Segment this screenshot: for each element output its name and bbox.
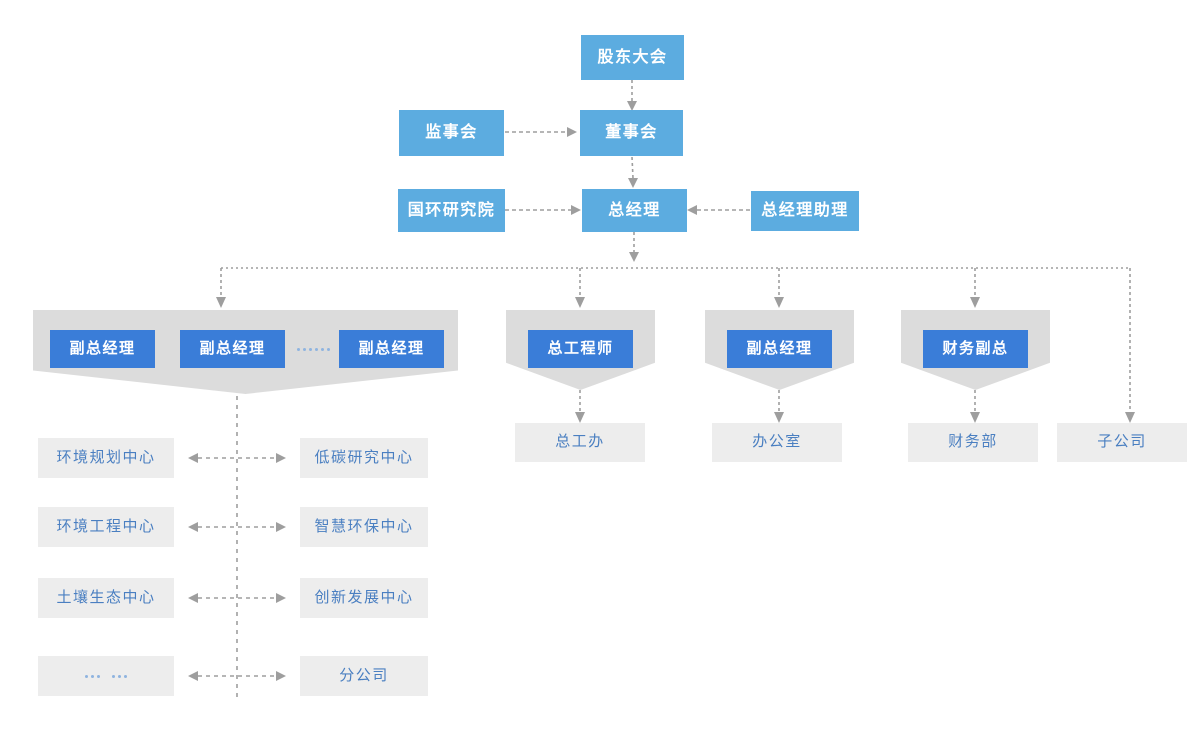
edge-vice-finance-to-finance-dept	[970, 390, 980, 423]
node-general-office[interactable]: 办公室	[712, 423, 842, 462]
node-smart-environment-center[interactable]: 智慧环保中心	[300, 507, 428, 547]
node-supervisory-board[interactable]: 监事会	[399, 110, 504, 156]
branch-row-3	[188, 593, 286, 603]
node-low-carbon-research-center[interactable]: 低碳研究中心	[300, 438, 428, 478]
edge-assistant-to-gm	[687, 205, 750, 215]
node-subsidiary[interactable]: 子公司	[1057, 423, 1187, 462]
edge-shareholders-to-board	[627, 80, 637, 111]
node-research-institute[interactable]: 国环研究院	[398, 189, 505, 232]
node-chief-engineer[interactable]: 总工程师	[528, 330, 633, 368]
node-shareholders-meeting[interactable]: 股东大会	[581, 35, 684, 80]
edge-vice-ops-to-office	[774, 390, 784, 423]
bus-drop-vice-ops	[774, 268, 784, 308]
branch-row-4	[188, 671, 286, 681]
left-column-ellipsis-dots	[85, 674, 127, 678]
node-general-manager[interactable]: 总经理	[582, 189, 687, 232]
bus-drop-subsidiary	[1125, 268, 1135, 423]
node-env-planning-center[interactable]: 环境规划中心	[38, 438, 174, 478]
node-innovation-development-center[interactable]: 创新发展中心	[300, 578, 428, 618]
node-board-of-directors[interactable]: 董事会	[580, 110, 683, 156]
node-branch-company[interactable]: 分公司	[300, 656, 428, 696]
node-vice-manager-3[interactable]: 副总经理	[339, 330, 444, 368]
bus-drop-chief-engineer	[575, 268, 585, 308]
node-gm-assistant[interactable]: 总经理助理	[751, 191, 859, 231]
edge-chief-engineer-to-office	[575, 390, 585, 423]
node-soil-ecology-center[interactable]: 土壤生态中心	[38, 578, 174, 618]
branch-row-2	[188, 522, 286, 532]
edge-supervisory-to-board	[505, 127, 577, 137]
branch-row-1	[188, 453, 286, 463]
node-vice-finance[interactable]: 财务副总	[923, 330, 1028, 368]
edge-institute-to-gm	[505, 205, 581, 215]
bus-drop-vice-finance	[970, 268, 980, 308]
node-vice-manager-ops[interactable]: 副总经理	[727, 330, 832, 368]
node-chief-engineer-office[interactable]: 总工办	[515, 423, 645, 462]
node-left-column-ellipsis[interactable]	[38, 656, 174, 696]
node-vice-manager-1[interactable]: 副总经理	[50, 330, 155, 368]
edge-board-to-gm	[628, 156, 638, 188]
node-vice-manager-2[interactable]: 副总经理	[180, 330, 285, 368]
node-finance-department[interactable]: 财务部	[908, 423, 1038, 462]
vice-manager-ellipsis	[292, 330, 334, 368]
edge-gm-to-bus	[629, 232, 639, 262]
bus-drop-vice-group	[216, 268, 226, 308]
node-env-engineering-center[interactable]: 环境工程中心	[38, 507, 174, 547]
